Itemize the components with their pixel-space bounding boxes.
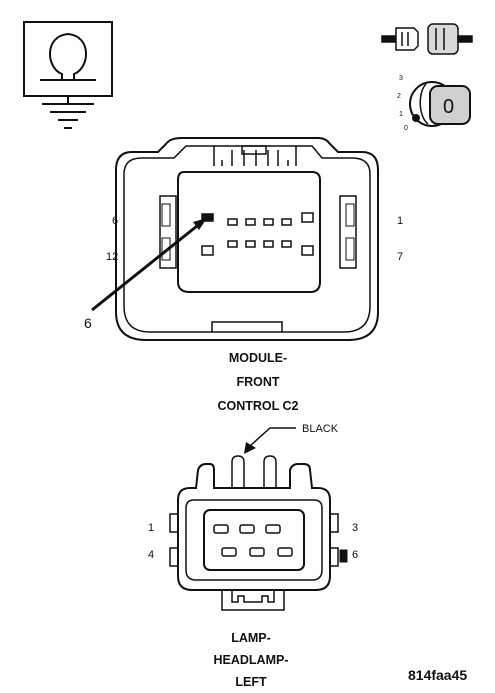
module-title-line-2: FRONT <box>236 375 279 389</box>
module-pin-6-label: 6 <box>112 215 118 227</box>
module-title-line-3: CONTROL C2 <box>217 399 298 413</box>
ignition-position-2: 2 <box>397 93 401 100</box>
module-pin-12-label: 12 <box>106 251 118 263</box>
lamp-connector <box>169 427 348 611</box>
figure-reference: 814faa45 <box>408 667 467 683</box>
lamp-title-line-3: LEFT <box>235 675 267 689</box>
ignition-key-off-icon: 3 2 1 0 0 <box>397 75 471 132</box>
lamp-title-line-2: HEADLAMP- <box>214 653 289 667</box>
lamp-pin-1-label: 1 <box>148 522 154 534</box>
lamp-pin-6-label: 6 <box>352 549 358 561</box>
module-pin-1-label: 1 <box>397 215 403 227</box>
ignition-position-0: 0 <box>404 125 408 132</box>
disconnected-connector-icon <box>381 23 473 55</box>
module-connector <box>91 137 379 341</box>
ignition-position-1: 1 <box>399 111 403 118</box>
lamp-pin-3-label: 3 <box>352 522 358 534</box>
ohmmeter-ground-icon <box>23 21 113 129</box>
lamp-pin-4-label: 4 <box>148 549 154 561</box>
lamp-title-line-1: LAMP- <box>231 631 271 645</box>
ignition-position-3: 3 <box>399 75 403 82</box>
callout-pin-label: 6 <box>84 315 92 331</box>
wire-color-label: BLACK <box>302 423 339 435</box>
module-pin-7-label: 7 <box>397 251 403 263</box>
ignition-key-label: 0 <box>443 96 454 118</box>
module-title-line-1: MODULE- <box>229 351 287 365</box>
